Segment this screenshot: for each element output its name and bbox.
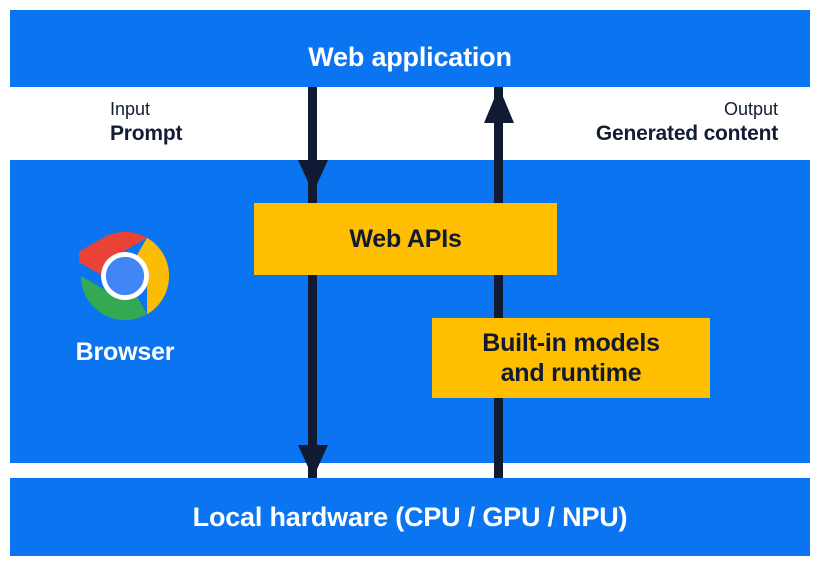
built-in-models-line2: and runtime	[500, 359, 642, 387]
prompt-arrow-shaft	[308, 87, 317, 478]
prompt-arrow-head-lower	[298, 445, 328, 478]
web-application-band: Web application	[10, 10, 810, 87]
built-in-models-box: Built-in models and runtime	[432, 318, 710, 398]
output-value-label: Generated content	[595, 122, 778, 146]
generated-content-arrow-shaft	[494, 87, 503, 478]
input-flow-label: Input Prompt	[110, 98, 183, 148]
output-flow-label: Output Generated content	[596, 98, 778, 148]
prompt-arrow-head-upper	[298, 160, 328, 193]
local-hardware-label: Local hardware (CPU / GPU / NPU)	[192, 502, 628, 532]
web-apis-label: Web APIs	[349, 225, 462, 253]
browser-group: Browser	[60, 230, 190, 367]
web-application-label: Web application	[308, 42, 512, 72]
generated-content-arrow-head	[484, 87, 514, 123]
output-kind-label: Output	[723, 99, 778, 119]
browser-label: Browser	[75, 338, 175, 366]
built-in-models-line1: Built-in models	[482, 329, 660, 357]
local-hardware-band: Local hardware (CPU / GPU / NPU)	[10, 478, 810, 556]
chrome-logo-icon	[79, 231, 169, 321]
input-kind-label: Input	[110, 99, 151, 119]
web-apis-box: Web APIs	[254, 203, 557, 275]
input-value-label: Prompt	[110, 122, 183, 146]
built-in-models-label: Built-in models and runtime	[482, 328, 660, 388]
